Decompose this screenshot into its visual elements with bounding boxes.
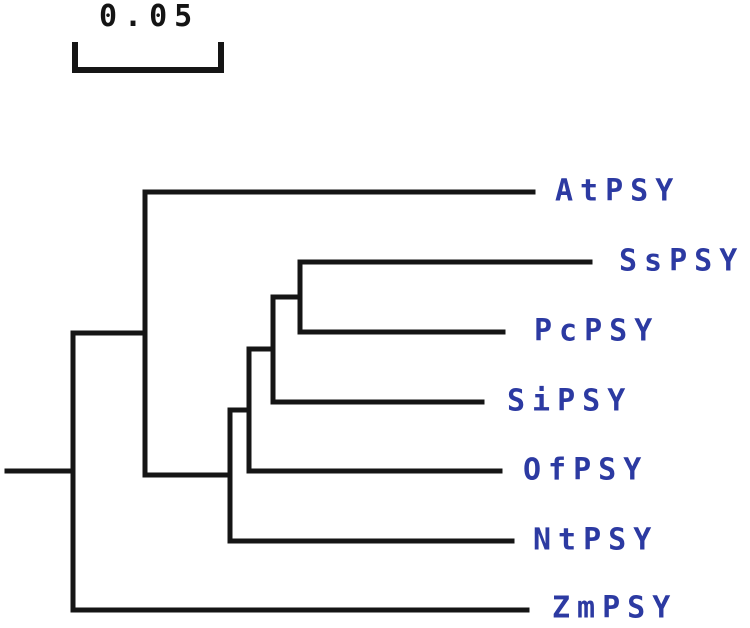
taxon-label-pcpsy: PcPSY bbox=[534, 313, 660, 349]
scale-bar-label: 0.05 bbox=[99, 0, 200, 34]
taxon-label-zmpsy: ZmPSY bbox=[552, 590, 678, 626]
taxon-label-sspsy: SsPSY bbox=[619, 243, 745, 279]
taxon-label-ofpsy: OfPSY bbox=[523, 452, 649, 488]
taxon-label-sipsy: SiPSY bbox=[507, 383, 633, 419]
scale-bar-bracket bbox=[72, 42, 224, 73]
taxon-label-ntpsy: NtPSY bbox=[533, 522, 659, 558]
taxon-label-atpsy: AtPSY bbox=[555, 173, 681, 209]
